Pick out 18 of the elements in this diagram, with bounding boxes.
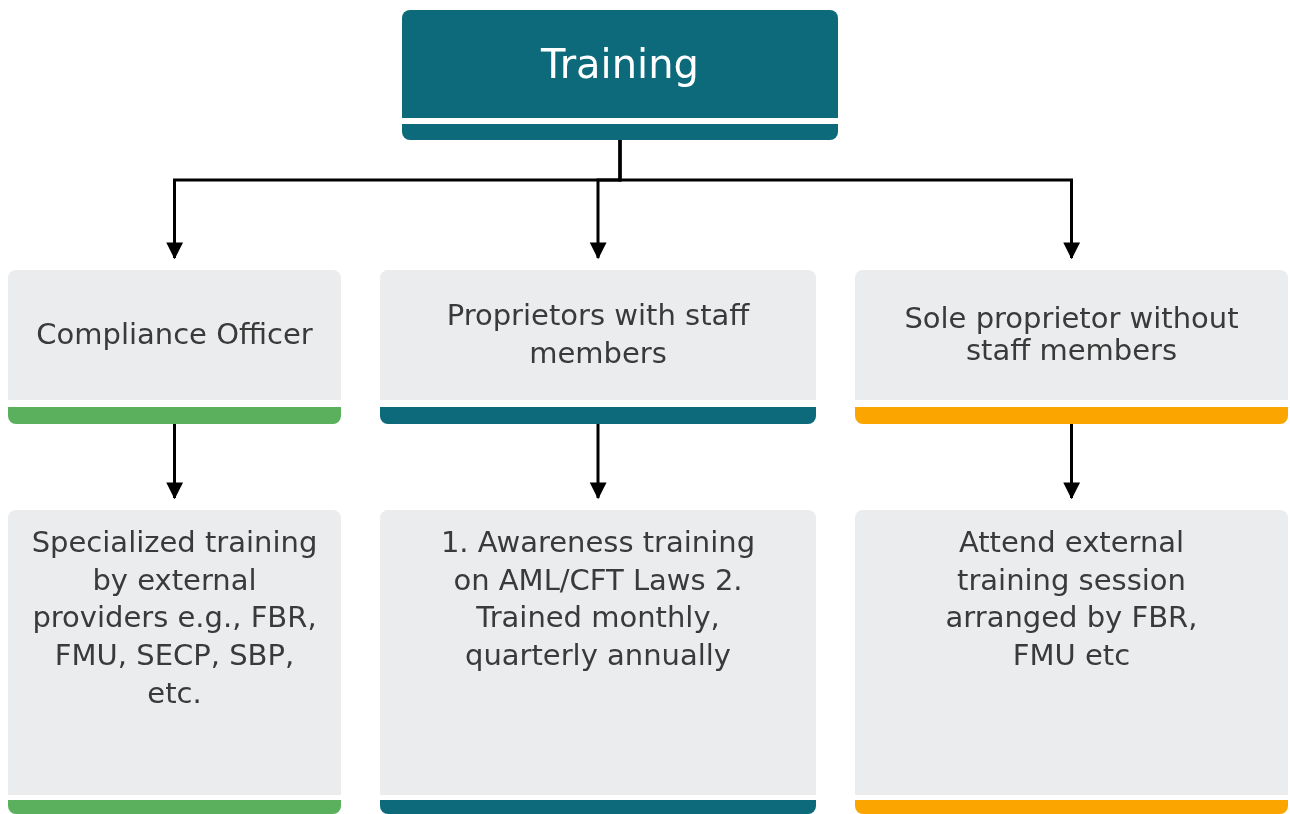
title-box bbox=[402, 10, 838, 140]
arrow bbox=[166, 424, 184, 500]
box-text: Compliance Officer bbox=[36, 316, 313, 354]
box-text: Sole proprietor without staff members bbox=[903, 303, 1240, 367]
category-box bbox=[8, 510, 341, 814]
arrow bbox=[589, 424, 607, 500]
category-box bbox=[8, 270, 341, 424]
title-text: Training bbox=[541, 40, 699, 89]
category-box bbox=[380, 270, 816, 424]
box-text: Attend external training session arranged by FBR, FMU etc bbox=[944, 524, 1199, 675]
category-box bbox=[380, 510, 816, 814]
arrow bbox=[1063, 424, 1081, 500]
box-text: Proprietors with staff members bbox=[445, 297, 751, 372]
arrow bbox=[618, 140, 1081, 260]
category-box bbox=[855, 510, 1288, 814]
box-text: 1. Awareness training on AML/CFT Laws 2. Trained monthly, quarterly annually bbox=[439, 524, 757, 675]
category-box bbox=[855, 270, 1288, 424]
box-text: Specialized training by external providers e.g., FBR, FMU, SECP, SBP, etc. bbox=[30, 524, 319, 712]
